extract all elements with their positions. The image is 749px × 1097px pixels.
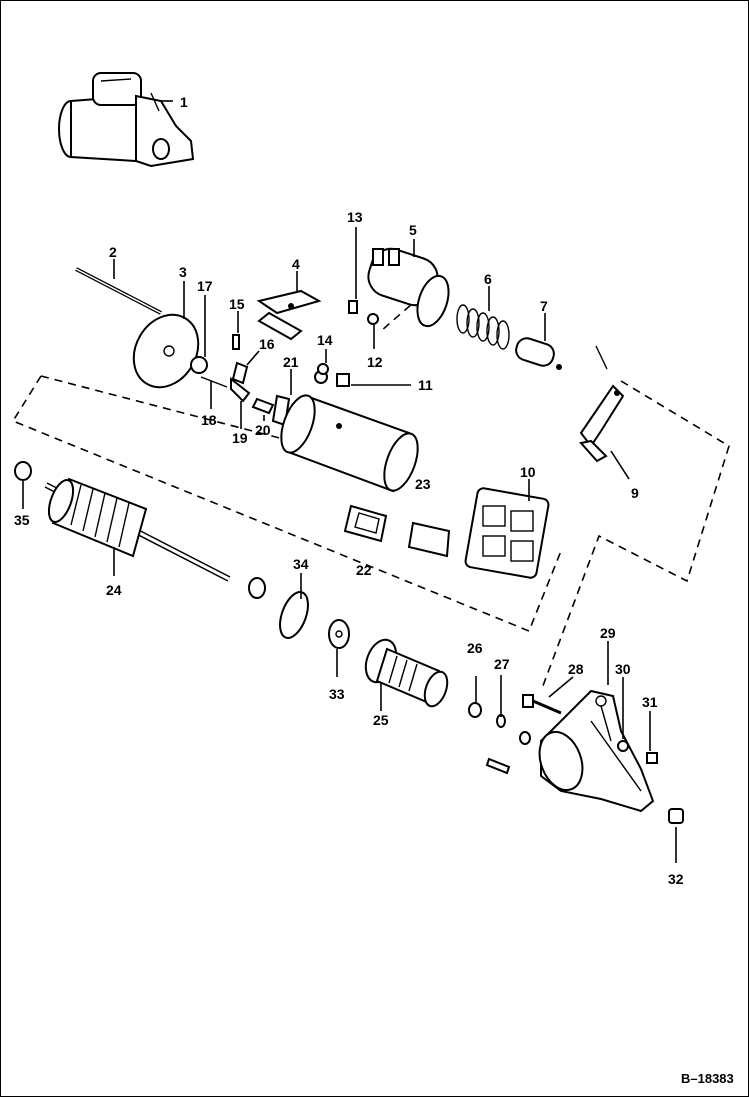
callout-2: 2 — [109, 244, 117, 260]
collar — [468, 702, 482, 718]
brush-arm — [230, 376, 251, 403]
callout-18: 18 — [201, 412, 217, 428]
brush-holder-bracket — [256, 289, 322, 341]
shift-lever — [579, 384, 625, 463]
callout-25: 25 — [373, 712, 389, 728]
plunger — [515, 337, 562, 370]
washer — [367, 313, 379, 325]
callout-5: 5 — [409, 222, 417, 238]
callout-20: 20 — [255, 422, 271, 438]
callout-33: 33 — [329, 686, 345, 702]
grommet — [190, 356, 208, 374]
brush-spring — [231, 361, 249, 385]
assembly-outline-top — [40, 375, 292, 442]
callout-4: 4 — [292, 256, 300, 272]
callout-15: 15 — [229, 296, 245, 312]
callout-16: 16 — [259, 336, 275, 352]
through-bolt — [75, 267, 162, 315]
callout-1: 1 — [180, 94, 188, 110]
callout-13: 13 — [347, 209, 363, 225]
assembly-outline-right — [540, 380, 730, 692]
callout-14: 14 — [317, 332, 333, 348]
callout-numbers: 1 2 3 4 5 6 7 9 10 11 12 13 14 15 16 17 … — [14, 94, 684, 887]
callout-3: 3 — [179, 264, 187, 280]
callout-28: 28 — [568, 661, 584, 677]
solenoid — [367, 247, 450, 328]
mounting-bolt — [522, 694, 562, 715]
assembly-outline-link — [380, 295, 422, 332]
callout-6: 6 — [484, 271, 492, 287]
callout-29: 29 — [600, 625, 616, 641]
plunger-spring — [456, 304, 510, 350]
brush-screw — [232, 334, 240, 350]
key-pin — [485, 757, 511, 775]
screw — [348, 300, 358, 314]
drive-assembly — [364, 638, 449, 708]
field-frame-housing — [280, 394, 419, 493]
retainer — [519, 731, 531, 745]
callout-17: 17 — [197, 278, 213, 294]
callout-19: 19 — [232, 430, 248, 446]
callout-30: 30 — [615, 661, 631, 677]
starter-motor-assembly — [58, 72, 195, 168]
brush-clip — [251, 397, 275, 415]
pin — [200, 376, 228, 388]
bushing — [14, 461, 32, 481]
drive-bushing — [668, 808, 684, 824]
callout-10: 10 — [520, 464, 536, 480]
callout-34: 34 — [293, 556, 309, 572]
callout-35: 35 — [14, 512, 30, 528]
brush-holder — [464, 487, 550, 579]
callout-32: 32 — [668, 871, 684, 887]
callout-11: 11 — [418, 377, 433, 393]
callout-7: 7 — [540, 298, 548, 314]
commutator-end-frame — [132, 313, 200, 389]
brush-insulator — [407, 521, 451, 558]
spacer — [248, 577, 266, 599]
figure-reference-code: B–18383 — [681, 1071, 734, 1086]
armature — [44, 477, 231, 582]
callout-22: 22 — [356, 562, 372, 578]
thrust-washer — [328, 619, 350, 649]
callout-23: 23 — [415, 476, 431, 492]
center-bearing — [279, 591, 309, 639]
nut — [646, 752, 658, 764]
callout-26: 26 — [467, 640, 483, 656]
callout-21: 21 — [283, 354, 299, 370]
drive-housing — [538, 689, 655, 813]
callout-24: 24 — [106, 582, 122, 598]
lock-washer — [617, 740, 629, 752]
callout-9: 9 — [631, 485, 639, 501]
callout-31: 31 — [642, 694, 658, 710]
callout-leaders — [22, 100, 677, 863]
insulator — [317, 363, 329, 375]
callout-12: 12 — [367, 354, 383, 370]
callout-27: 27 — [494, 656, 510, 672]
gasket — [343, 504, 388, 543]
